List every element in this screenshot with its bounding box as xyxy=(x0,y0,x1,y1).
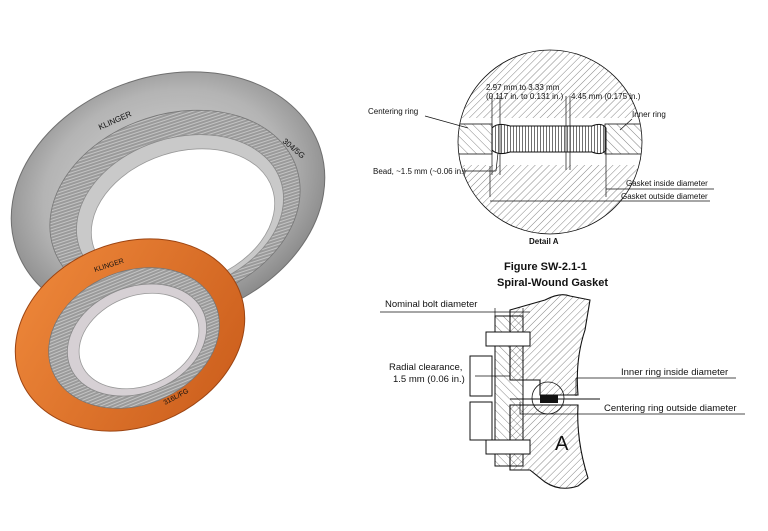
detail-label-gasket-inside-diameter: Gasket inside diameter xyxy=(626,179,708,188)
label-centering-ring-outside-diameter: Centering ring outside diameter xyxy=(604,403,737,414)
label-radial-clearance-1: Radial clearance, xyxy=(389,362,462,373)
bolt-nut-top xyxy=(485,331,531,347)
detail-dim-width: 4.45 mm (0.175 in.) xyxy=(571,92,641,101)
bolt-nut-bottom xyxy=(485,439,531,455)
detail-a-title: Detail A xyxy=(529,237,559,246)
detail-a-marker: A xyxy=(555,433,569,455)
flange-assembly-diagram: A Nominal bolt diameter Radial clearance… xyxy=(380,294,745,489)
left-flange-block-bottom xyxy=(469,401,493,441)
figure-caption: Figure SW-2.1-1 Spiral-Wound Gasket xyxy=(497,261,608,289)
detail-dim-thickness-in: (0.117 in. to 0.131 in.) xyxy=(486,92,564,101)
detail-centering-ring xyxy=(458,123,493,155)
lower-flange xyxy=(509,404,589,489)
label-nominal-bolt-diameter: Nominal bolt diameter xyxy=(385,299,477,310)
detail-label-centering-ring: Centering ring xyxy=(368,107,418,116)
gasket-photo: KLINGER 304/5G KLINGER 316L/FG xyxy=(10,71,326,432)
detail-label-inner-ring: Inner ring xyxy=(632,110,666,119)
detail-dim-thickness: 2.97 mm to 3.33 mm xyxy=(486,83,560,92)
figure-title: Spiral-Wound Gasket xyxy=(497,277,608,289)
detail-a-diagram: 2.97 mm to 3.33 mm (0.117 in. to 0.131 i… xyxy=(368,49,714,246)
figure-number: Figure SW-2.1-1 xyxy=(504,261,587,273)
label-inner-ring-inside-diameter: Inner ring inside diameter xyxy=(621,367,728,378)
front-orange-gasket: KLINGER 316L/FG xyxy=(14,238,246,432)
detail-label-gasket-outside-diameter: Gasket outside diameter xyxy=(621,192,708,201)
upper-flange xyxy=(509,294,591,396)
label-radial-clearance-2: 1.5 mm (0.06 in.) xyxy=(393,374,465,385)
detail-label-bead: Bead, ~1.5 mm (~0.06 in.) xyxy=(373,167,466,176)
detail-spiral-winding xyxy=(491,123,607,155)
gasket-section xyxy=(540,395,558,403)
detail-inner-ring xyxy=(604,123,642,155)
